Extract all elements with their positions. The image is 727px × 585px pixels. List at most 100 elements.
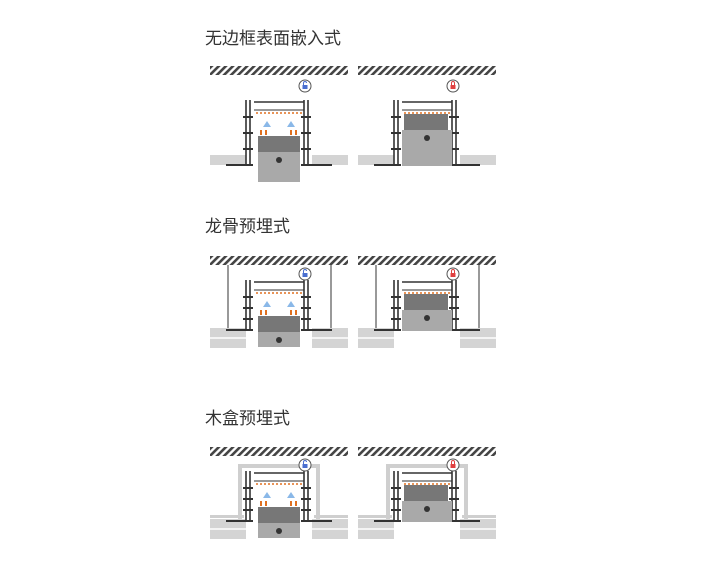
profile-clip [301, 509, 311, 511]
track-body [258, 152, 300, 182]
profile-clip [391, 487, 401, 489]
lock-closed-icon [446, 79, 460, 93]
panel-surface-unlocked [210, 66, 348, 182]
light-beam-icon [287, 492, 295, 498]
profile-clip [243, 329, 253, 331]
profile-clip [391, 318, 401, 320]
profile-clip [449, 132, 459, 134]
lock-open-icon [298, 79, 312, 93]
profile-flange [310, 520, 332, 522]
wood-strip [210, 515, 244, 518]
lock-body [450, 273, 456, 277]
profile-clip [301, 164, 311, 166]
magnet-block [258, 136, 300, 154]
lock-shackle [451, 81, 455, 85]
magnet-block [258, 316, 300, 334]
profile-clip [449, 487, 459, 489]
wood-strip [314, 515, 348, 518]
profile-clip [391, 307, 401, 309]
section-title-surface: 无边框表面嵌入式 [205, 29, 341, 49]
profile-clip [301, 132, 311, 134]
profile-clip [449, 509, 459, 511]
profile-clip [243, 296, 253, 298]
panel-keel-unlocked [210, 256, 348, 348]
profile-clip [449, 116, 459, 118]
wood-box [386, 464, 468, 519]
lock-shackle [303, 81, 307, 85]
profile-flange [374, 329, 396, 331]
lock-shackle [303, 269, 307, 273]
screw-icon [424, 315, 430, 321]
led-pin [260, 310, 262, 315]
profile-clip [301, 318, 311, 320]
ceiling-board [312, 155, 348, 165]
profile-clip [391, 329, 401, 331]
profile-clip [449, 296, 459, 298]
profile-clip [449, 148, 459, 150]
profile-clip [243, 520, 253, 522]
profile-clip [391, 148, 401, 150]
profile-clip [391, 520, 401, 522]
profile-clip [243, 509, 253, 511]
light-beam-icon [263, 301, 271, 307]
lock-body [302, 464, 308, 468]
profile-flange [458, 329, 480, 331]
ceiling-slab [358, 447, 496, 456]
led-pin [260, 130, 262, 135]
profile-clip [449, 520, 459, 522]
led-pin [295, 501, 297, 506]
profile-clip [391, 498, 401, 500]
wood-box [238, 464, 320, 519]
profile-clip [391, 132, 401, 134]
profile-clip [243, 307, 253, 309]
profile-clip [391, 296, 401, 298]
profile-clip [243, 487, 253, 489]
profile-clip [301, 296, 311, 298]
lock-closed-icon [446, 267, 460, 281]
profile-flange [458, 164, 480, 166]
profile-clip [243, 116, 253, 118]
ceiling-board [358, 155, 394, 165]
screw-icon [276, 528, 282, 534]
profile-clip [449, 329, 459, 331]
screw-icon [276, 337, 282, 343]
magnet-block [404, 294, 448, 310]
ceiling-slab [358, 256, 496, 265]
light-beam-icon [287, 121, 295, 127]
profile-clip [449, 318, 459, 320]
lock-shackle [451, 269, 455, 273]
profile-clip [301, 520, 311, 522]
wood-strip [358, 515, 392, 518]
lock-closed-icon [446, 458, 460, 472]
screw-icon [424, 135, 430, 141]
profile-clip [243, 148, 253, 150]
led-pin [265, 130, 267, 135]
profile-flange [458, 520, 480, 522]
ceiling-slab [358, 66, 496, 75]
profile-flange [310, 329, 332, 331]
section-title-keel: 龙骨预埋式 [205, 217, 290, 237]
profile-clip [243, 498, 253, 500]
ceiling-slab [210, 66, 348, 75]
magnet-block [258, 507, 300, 525]
profile-clip [243, 164, 253, 166]
panel-keel-locked [358, 256, 496, 348]
ceiling-slab [210, 447, 348, 456]
profile-flange [374, 164, 396, 166]
magnet-block [404, 114, 448, 130]
section-title-woodbox: 木盒预埋式 [205, 409, 290, 429]
led-pin [265, 501, 267, 506]
panel-surface-locked [358, 66, 496, 166]
ceiling-board [460, 155, 496, 165]
profile-clip [301, 116, 311, 118]
lock-body [302, 273, 308, 277]
lock-open-icon [298, 267, 312, 281]
profile-clip [391, 164, 401, 166]
lock-open-icon [298, 458, 312, 472]
ceiling-slab [210, 256, 348, 265]
profile-clip [301, 498, 311, 500]
wood-strip [462, 515, 496, 518]
lock-shackle [451, 460, 455, 464]
lock-body [302, 85, 308, 89]
